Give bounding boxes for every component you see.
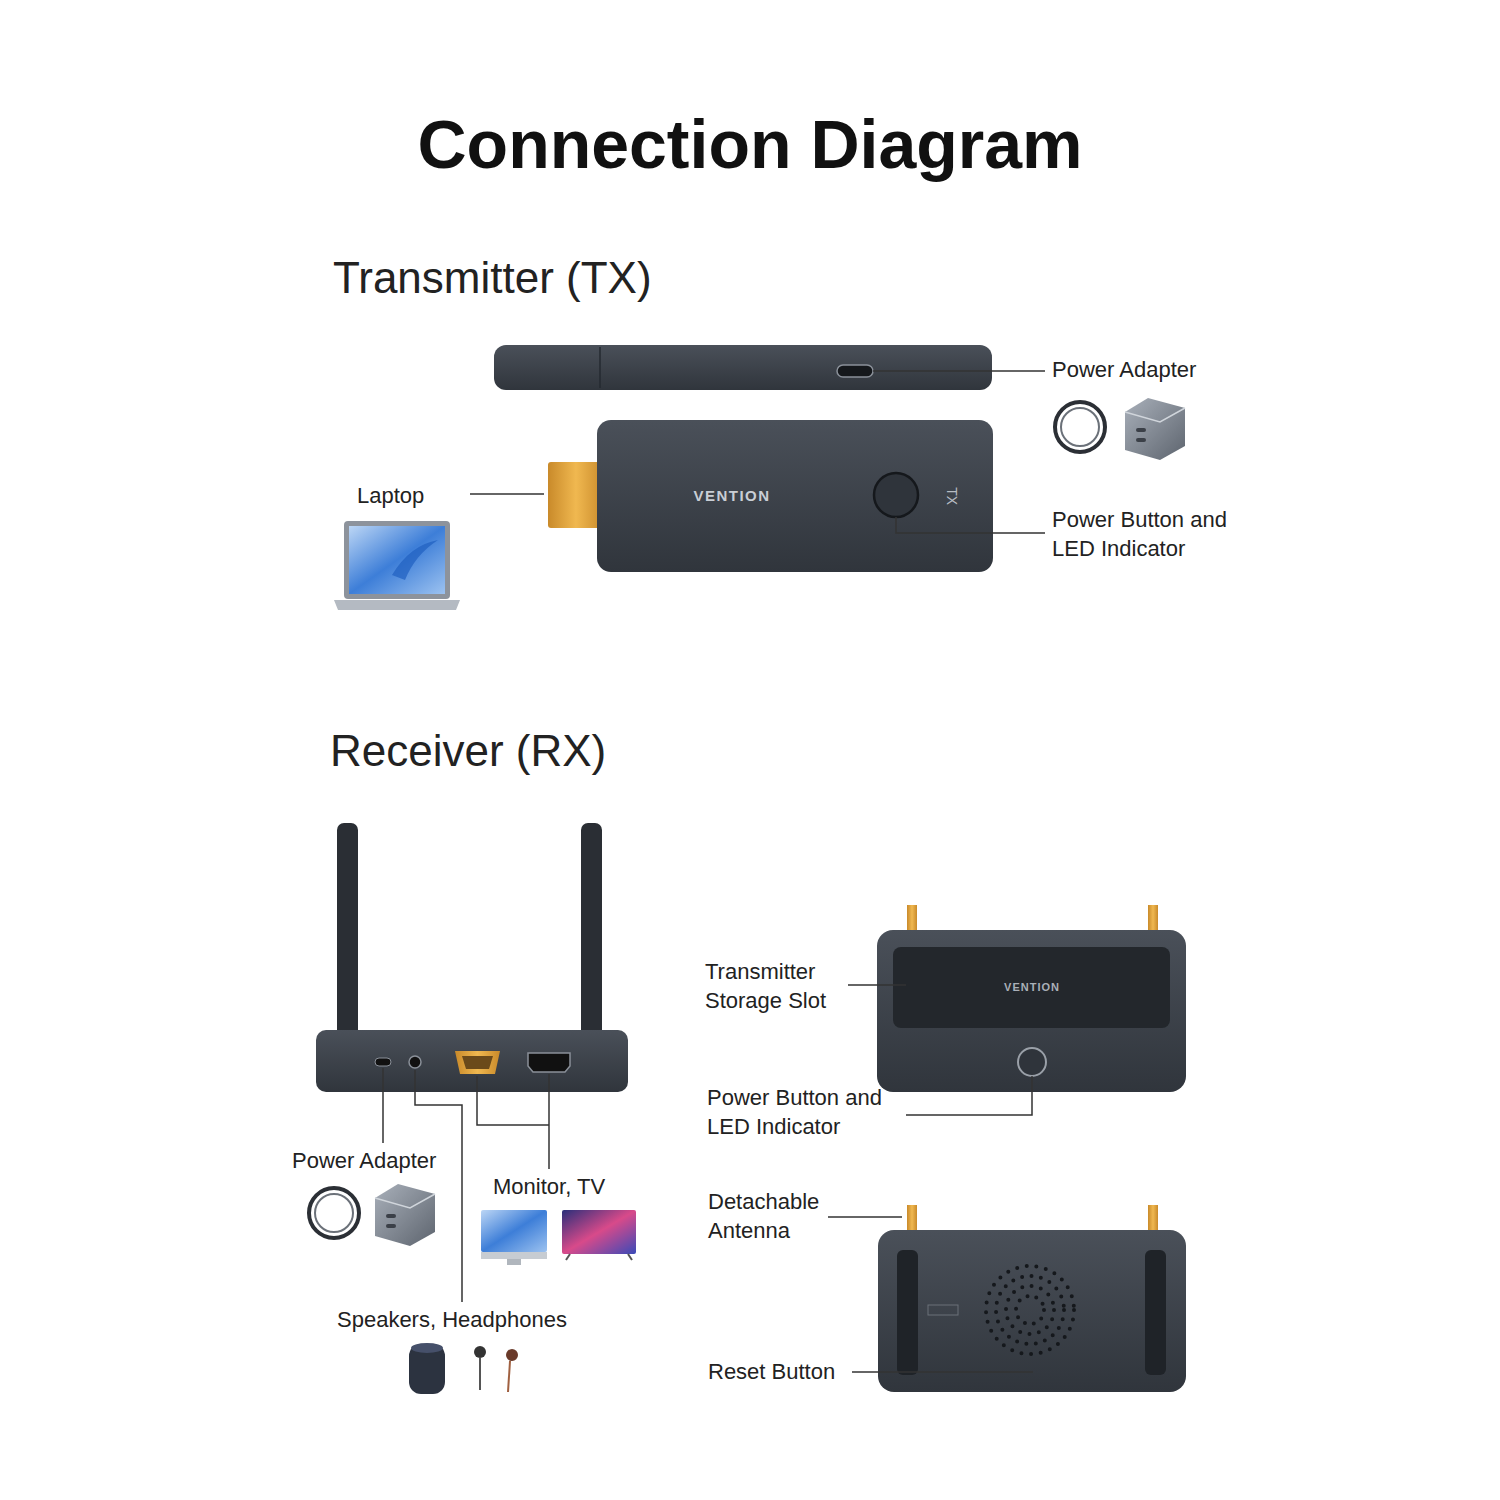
receiver-bottom: [828, 1205, 1186, 1392]
diagram-title: Connection Diagram: [0, 104, 1500, 186]
power-adapter-icon: [309, 1184, 435, 1246]
laptop-icon: [334, 521, 460, 610]
part-label: Transmitter Storage Slot: [705, 958, 845, 1015]
transmitter-front: [470, 420, 1045, 572]
brand-mark: VENTION: [672, 486, 792, 506]
part-label: Power Button and LED Indicator: [707, 1084, 907, 1141]
port-label: Monitor, TV: [493, 1173, 605, 1202]
part-label: Reset Button: [708, 1358, 835, 1387]
device-label: Laptop: [357, 482, 424, 511]
receiver-top: [848, 905, 1186, 1115]
transmitter-side: [494, 345, 1045, 390]
display-icons: [481, 1210, 636, 1265]
device-mark: TX: [943, 481, 961, 511]
part-label: Power Adapter: [1052, 356, 1196, 385]
audio-icons: [409, 1343, 518, 1394]
section-heading: Transmitter (TX): [333, 252, 652, 305]
brand-mark: VENTION: [982, 980, 1082, 994]
port-label: Power Adapter: [292, 1147, 436, 1176]
part-label: Power Button and LED Indicator: [1052, 506, 1252, 563]
port-label: Speakers, Headphones: [337, 1306, 567, 1335]
section-heading: Receiver (RX): [330, 725, 606, 778]
power-adapter-icon: [1055, 398, 1185, 460]
part-label: Detachable Antenna: [708, 1188, 838, 1245]
